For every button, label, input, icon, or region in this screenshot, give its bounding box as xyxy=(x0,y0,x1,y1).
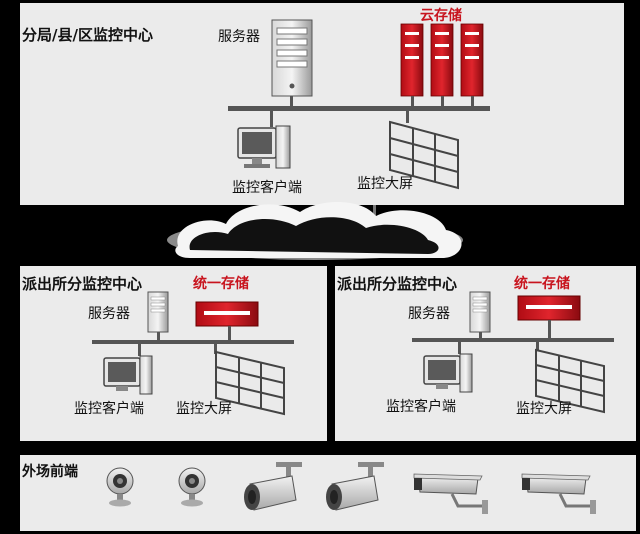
top-server-label: 服务器 xyxy=(218,29,260,45)
left-storage-label: 统一存储 xyxy=(193,276,249,292)
right-server-label: 服务器 xyxy=(408,306,450,322)
cloud-storage-label: 云存储 xyxy=(420,8,462,24)
frontend-title: 外场前端 xyxy=(22,464,78,480)
right-client-label: 监控客户端 xyxy=(386,399,456,415)
left-client-label: 监控客户端 xyxy=(74,401,144,417)
right-wall-label: 监控大屏 xyxy=(516,401,572,417)
left-unified-storage-icon xyxy=(195,301,259,327)
box-camera-icon xyxy=(521,473,596,514)
bureau-center-panel xyxy=(20,3,624,205)
left-station-title: 派出所分监控中心 xyxy=(22,275,143,293)
left-video-wall-icon xyxy=(215,350,285,416)
bullet-camera-icon xyxy=(326,462,384,511)
right-unified-storage-icon xyxy=(517,295,581,321)
top-client-label: 监控客户端 xyxy=(232,180,302,196)
right-storage-label: 统一存储 xyxy=(514,276,570,292)
webcam-icon xyxy=(178,467,206,507)
cloud-storage-icon xyxy=(400,23,484,97)
left-client-icon xyxy=(103,355,153,395)
right-station-title: 派出所分监控中心 xyxy=(337,275,458,293)
cloud-network-icon xyxy=(167,201,463,260)
top-video-wall-icon xyxy=(389,120,459,190)
box-camera-icon xyxy=(413,473,488,514)
left-server-label: 服务器 xyxy=(88,306,130,322)
top-client-icon xyxy=(237,125,291,169)
left-wall-label: 监控大屏 xyxy=(176,401,232,417)
right-network-bus xyxy=(412,320,614,354)
webcam-icon xyxy=(106,467,134,507)
right-server-icon xyxy=(469,291,491,333)
top-wall-label: 监控大屏 xyxy=(357,176,413,192)
left-server-icon xyxy=(147,291,169,333)
right-video-wall-icon xyxy=(535,348,605,414)
top-network-bus xyxy=(228,96,490,127)
left-network-bus xyxy=(92,326,294,356)
top-server-icon xyxy=(271,19,313,97)
bullet-camera-icon xyxy=(244,462,302,511)
bureau-center-title: 分局/县/区监控中心 xyxy=(22,26,153,44)
right-client-icon xyxy=(423,353,473,393)
